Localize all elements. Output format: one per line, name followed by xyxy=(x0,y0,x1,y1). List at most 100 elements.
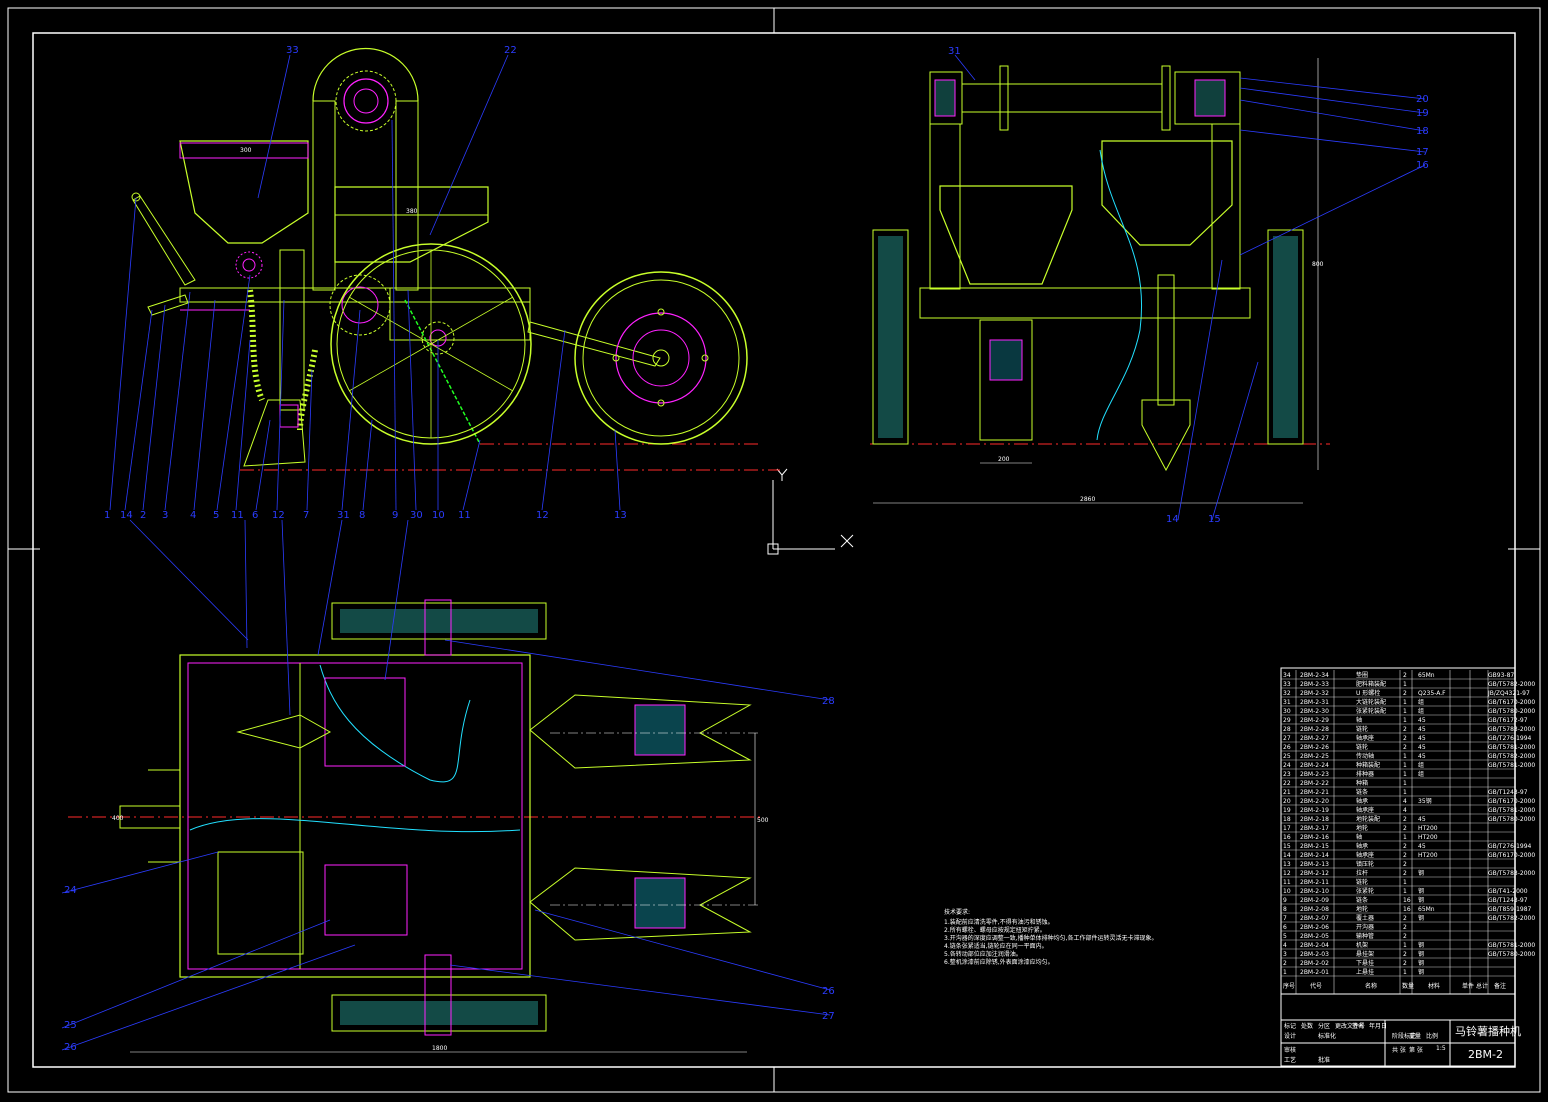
plan-seed-box xyxy=(217,851,304,955)
parts-cell: 2BM-2-11 xyxy=(1300,879,1329,886)
parts-cell: 2 xyxy=(1403,924,1407,931)
parts-cell: 钢 xyxy=(1418,914,1424,922)
label-14-rear: 14 xyxy=(1166,514,1179,525)
parts-cell: 11 xyxy=(1283,879,1291,886)
frame-box xyxy=(389,287,531,341)
parts-cell: 输种管 xyxy=(1356,932,1374,940)
parts-cell: 65Mn xyxy=(1418,906,1435,913)
title-footer-cell: 阶段标记 xyxy=(1392,1032,1416,1040)
parts-cell: 25 xyxy=(1283,753,1291,760)
metering-hub xyxy=(242,258,256,272)
parts-cell: 1 xyxy=(1403,942,1407,949)
parts-cell: 2BM-2-17 xyxy=(1300,825,1329,832)
parts-cell: 4 xyxy=(1283,942,1287,949)
rear-wheel-right-hatch xyxy=(1273,236,1298,438)
rear-flange-right xyxy=(1161,65,1171,131)
plan-leaders xyxy=(61,519,831,1051)
parts-cell: 32 xyxy=(1283,690,1291,697)
parts-cell: 2 xyxy=(1403,951,1407,958)
parts-cell: GB/T276-1994 xyxy=(1488,843,1532,850)
plan-frame-inner xyxy=(187,662,523,970)
parts-cell: 2BM-2-34 xyxy=(1300,672,1329,679)
rear-flange-left xyxy=(999,65,1009,131)
parts-cell: 2BM-2-23 xyxy=(1300,771,1329,778)
lower-hitch xyxy=(147,294,189,316)
parts-cell: 2 xyxy=(1403,960,1407,967)
parts-cell: 2BM-2-02 xyxy=(1300,960,1329,967)
parts-cell: 2 xyxy=(1403,816,1407,823)
parts-cell: 2BM-2-33 xyxy=(1300,681,1329,688)
rear-seed-box xyxy=(939,185,1073,285)
label-18: 18 xyxy=(1416,126,1429,137)
notes-line-2: 2.所有螺栓、螺母应按规定扭矩拧紧。 xyxy=(944,926,1046,934)
parts-cell: 种箱装配 xyxy=(1356,761,1380,769)
title-footer-cell: 审核 xyxy=(1284,1046,1296,1054)
tower-right xyxy=(395,100,419,291)
parts-header-cell: 数量 xyxy=(1402,982,1414,990)
parts-cell: 2 xyxy=(1403,735,1407,742)
parts-cell: GB/T5781-2000 xyxy=(1488,744,1535,751)
title-footer-cell: 标准化 xyxy=(1318,1032,1336,1040)
label-5: 5 xyxy=(213,510,219,521)
parts-cell: 钢 xyxy=(1418,896,1424,904)
parts-cell: 45 xyxy=(1418,744,1426,751)
side-view: 300 380 xyxy=(104,45,780,521)
parts-cell: GB/T6170-2000 xyxy=(1488,699,1535,706)
drawing-code: 2BM-2 xyxy=(1468,1048,1503,1061)
parts-cell: 45 xyxy=(1418,735,1426,742)
parts-cell: GB/T5783-2000 xyxy=(1488,870,1535,877)
parts-cell: GB/T276-1994 xyxy=(1488,735,1532,742)
ucs-icon xyxy=(767,468,854,555)
parts-cell: JB/ZQ4321-97 xyxy=(1487,690,1530,697)
drawing-title: 马铃薯播种机 xyxy=(1455,1024,1521,1038)
parts-cell: 垫圈 xyxy=(1356,671,1368,679)
parts-cell: 链条 xyxy=(1356,896,1368,904)
rear-bearing-left-hatch xyxy=(934,79,956,117)
rear-center-hub xyxy=(989,339,1023,381)
parts-cell: HT200 xyxy=(1418,834,1438,841)
top-sprocket-core xyxy=(353,88,379,114)
parts-cell: 1 xyxy=(1403,762,1407,769)
label-3: 3 xyxy=(162,510,168,521)
metering-wheel xyxy=(235,251,263,279)
bottom-leaders xyxy=(109,119,621,511)
parts-cell: GB93-87 xyxy=(1488,672,1514,679)
parts-cell: 27 xyxy=(1283,735,1291,742)
plan-wheel-top-hatch xyxy=(340,609,538,633)
parts-cell: 14 xyxy=(1283,852,1291,859)
parts-cell: GB/T41-2000 xyxy=(1488,888,1528,895)
parts-cell: 45 xyxy=(1418,717,1426,724)
parts-cell: 钢 xyxy=(1418,950,1424,958)
parts-cell: 2BM-2-21 xyxy=(1300,789,1329,796)
centering-marks xyxy=(8,8,1540,1092)
tower-left xyxy=(312,100,336,291)
parts-cell: 开沟器 xyxy=(1356,923,1374,931)
dim-380: 380 xyxy=(406,208,418,215)
parts-cell: 上悬挂 xyxy=(1356,968,1374,976)
label-16: 16 xyxy=(1416,160,1429,171)
parts-cell: 2 xyxy=(1403,672,1407,679)
top-sprocket xyxy=(335,70,397,132)
parts-cell: 轴承座 xyxy=(1356,851,1374,859)
parts-cell: 轴承 xyxy=(1356,842,1368,850)
plan-metering-box xyxy=(324,677,406,767)
parts-cell: 1 xyxy=(1403,834,1407,841)
rear-upright-right xyxy=(1211,123,1241,290)
title-footer: 标记处数分区更改文件号签名年月日设计标准化阶段标记重量比例审核共 张第 张工艺批… xyxy=(1284,1022,1438,1064)
hitch-arm xyxy=(132,195,196,286)
plan-press-hub-top xyxy=(634,704,686,756)
parts-cell: 26 xyxy=(1283,744,1291,751)
parts-cell: 地轮 xyxy=(1356,905,1368,913)
press-wheel-axle xyxy=(652,349,670,367)
parts-cell: 地轮 xyxy=(1356,824,1368,832)
plan-wheel-top-hub xyxy=(424,599,452,656)
parts-cell: 2BM-2-19 xyxy=(1300,807,1329,814)
parts-cell: GB/T6170-2000 xyxy=(1488,798,1535,805)
parts-cell: 1 xyxy=(1403,879,1407,886)
technical-notes: 技术要求: 1.装配前应清洗零件,不得有油污和锈蚀。 2.所有螺栓、螺母应按规定… xyxy=(944,908,1158,966)
parts-cell: 机架 xyxy=(1356,941,1368,949)
parts-header: 序号代号名称数量材料单件总计备注 xyxy=(1283,982,1506,990)
parts-cell: 轴 xyxy=(1356,833,1362,841)
parts-cell: 2BM-2-10 xyxy=(1300,888,1329,895)
parts-cell: 21 xyxy=(1283,789,1291,796)
